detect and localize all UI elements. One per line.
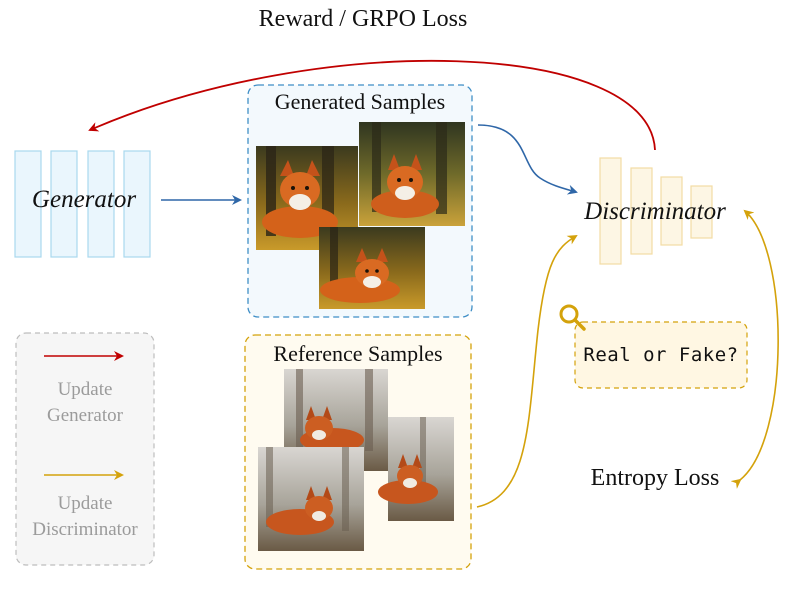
generator-layer (87, 150, 115, 258)
discriminator-layer (660, 176, 683, 246)
reference-fox-image (284, 369, 388, 471)
reward-loss-arrow (88, 60, 656, 151)
legend-line2: Generator (47, 405, 123, 426)
generator-layer (14, 150, 42, 258)
entropy-loss-arrow (730, 209, 779, 489)
reward-grpo-loss-label: Reward / GRPO Loss (258, 6, 468, 32)
samples-to-discriminator-arrow (477, 124, 578, 195)
discriminator-label: Discriminator (584, 198, 726, 225)
legend-box (15, 332, 155, 566)
generator-network (14, 150, 151, 258)
legend-line1: Update (57, 379, 113, 400)
legend-line2: Discriminator (32, 519, 138, 540)
discriminator-layer (630, 167, 653, 255)
generator-layer (123, 150, 151, 258)
generator-label: Generator (31, 186, 137, 213)
discriminator-layer (599, 157, 622, 265)
discriminator-layer (690, 185, 713, 239)
reference-fox-image (378, 417, 454, 521)
generated-samples-title: Generated Samples (274, 89, 446, 114)
reference-fox-image (258, 447, 364, 551)
reference-to-discriminator-arrow (476, 234, 578, 508)
generated-fox-image (359, 122, 465, 226)
legend-line1: Update (57, 493, 113, 514)
legend-item-update-generator: Update Generator (16, 377, 154, 429)
reference-samples-title: Reference Samples (273, 341, 443, 366)
real-or-fake-text: Real or Fake? (583, 344, 739, 366)
magnifier-icon (559, 304, 586, 331)
generated-fox-image (319, 227, 425, 309)
discriminator-network (599, 157, 713, 265)
generated-fox-image (256, 146, 358, 250)
legend-item-update-discriminator: Update Discriminator (16, 491, 154, 543)
entropy-loss-label: Entropy Loss (590, 465, 720, 491)
generator-layer (50, 150, 78, 258)
